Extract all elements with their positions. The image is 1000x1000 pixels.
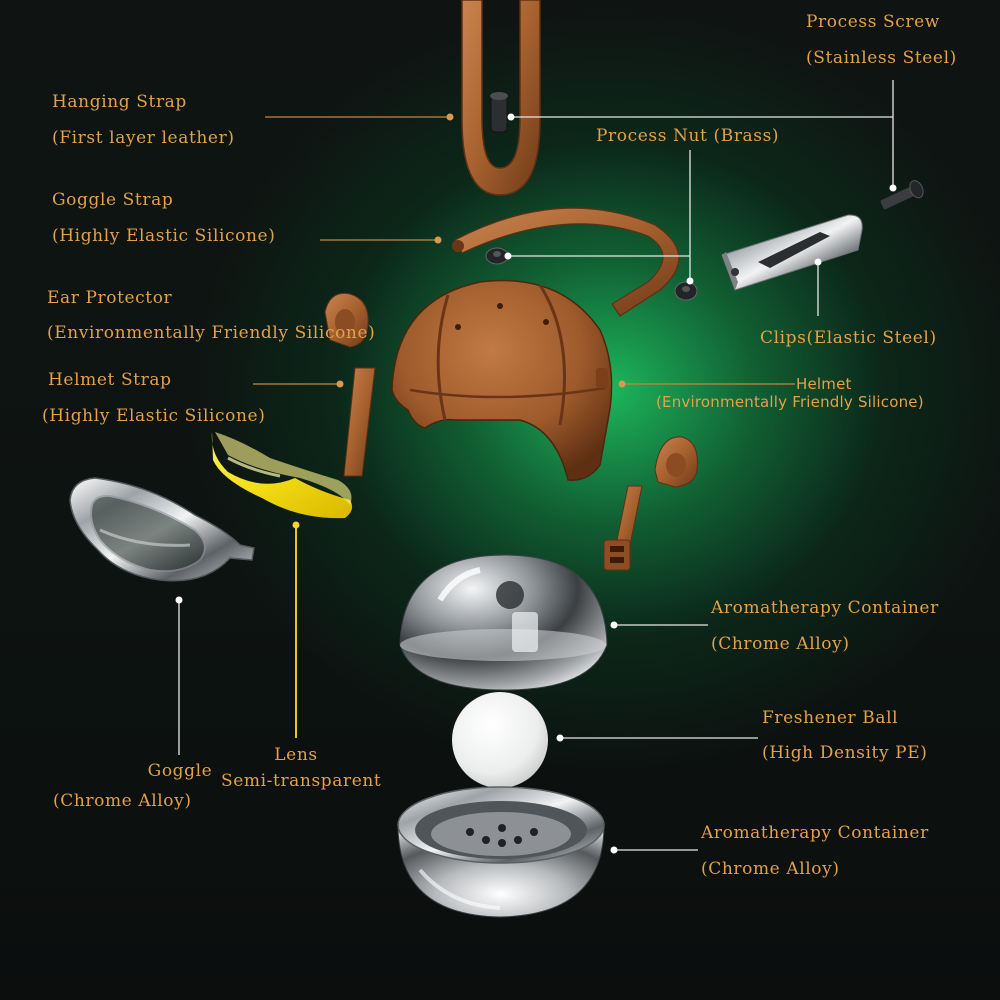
helmet-strap-name: Helmet Strap [48,370,172,390]
helmet-name: Helmet [796,375,852,393]
ear-protector-material: (Environmentally Friendly Silicone) [47,323,376,343]
hanging-strap-material: (First layer leather) [52,128,235,148]
aroma-top-name: Aromatherapy Container [711,598,939,618]
freshener-ball-name: Freshener Ball [762,708,899,728]
lens-name: Lens [274,745,318,765]
goggle-strap-icon [452,207,680,317]
leader-lines [175,80,897,854]
clips-name: Clips(Elastic Steel) [760,328,937,348]
helmet-icon [391,279,613,481]
goggle-material: (Chrome Alloy) [53,791,192,811]
process-screw-material: (Stainless Steel) [806,48,957,68]
goggle-strap-name: Goggle Strap [52,190,174,210]
aroma-container-bottom-icon [397,786,605,918]
lens-icon [211,432,353,519]
goggle-strap-material: (Highly Elastic Silicone) [52,226,276,246]
goggle-icon [69,477,255,582]
freshener-ball-icon [452,692,548,788]
ear-protector-icon [324,292,698,488]
process-screw-icon [880,180,924,210]
process-nut-icon [485,247,698,301]
helmet-strap-icon [343,367,643,571]
aroma-container-top-icon [399,554,608,691]
hanging-strap-name: Hanging Strap [52,92,187,112]
lens-material: Semi-transparent [221,771,382,791]
goggle-name: Goggle [147,761,213,781]
freshener-ball-material: (High Density PE) [762,743,928,763]
process-screw-name: Process Screw [806,12,940,32]
hanging-strap-icon [461,0,541,196]
helmet-strap-material: (Highly Elastic Silicone) [42,406,266,426]
aroma-top-material: (Chrome Alloy) [711,634,850,654]
process-nut-name: Process Nut (Brass) [596,126,780,146]
aroma-bottom-name: Aromatherapy Container [701,823,929,843]
aroma-bottom-material: (Chrome Alloy) [701,859,840,879]
helmet-material: (Environmentally Friendly Silicone) [656,393,924,411]
clip-icon [721,214,863,291]
ear-protector-name: Ear Protector [47,288,173,308]
